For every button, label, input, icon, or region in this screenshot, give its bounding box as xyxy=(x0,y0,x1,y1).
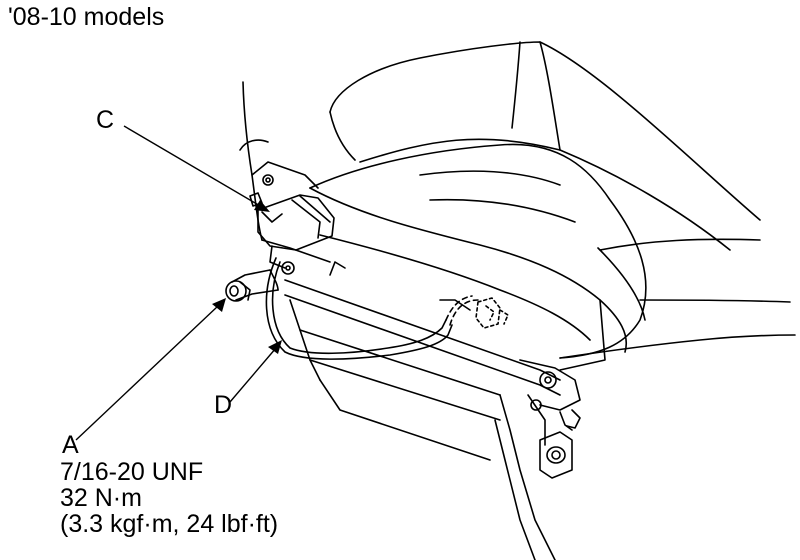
anchor-bolt xyxy=(225,269,279,302)
torque-spec-a: 7/16-20 UNF 32 N·m (3.3 kgf·m, 24 lbf·ft… xyxy=(60,459,278,537)
rear-mounting-bolt xyxy=(539,409,581,479)
callout-label-a: A xyxy=(62,431,79,459)
thread-spec: 7/16-20 UNF xyxy=(60,458,204,486)
callout-label-d: D xyxy=(214,391,233,419)
leader-line-a xyxy=(75,298,226,441)
harness-connector xyxy=(475,297,509,329)
seat-cushion xyxy=(309,143,796,371)
torque-value-alt: (3.3 kgf·m, 24 lbf·ft) xyxy=(60,510,279,538)
leader-line-d xyxy=(229,340,282,403)
harness-hidden-section xyxy=(445,295,479,326)
diagram-title: '08-10 models xyxy=(8,3,165,31)
seat-back xyxy=(329,41,761,251)
buckle-switch-harness xyxy=(265,257,453,360)
torque-value: 32 N·m xyxy=(60,484,142,512)
seat-belt-buckle xyxy=(249,192,335,269)
callout-label-c: C xyxy=(96,106,115,134)
leader-line-c xyxy=(123,125,270,212)
front-rail-bolt xyxy=(281,261,295,275)
rail-bracket xyxy=(519,359,581,446)
seat-slide-rail xyxy=(284,261,561,560)
side-trim-panel xyxy=(239,81,331,263)
